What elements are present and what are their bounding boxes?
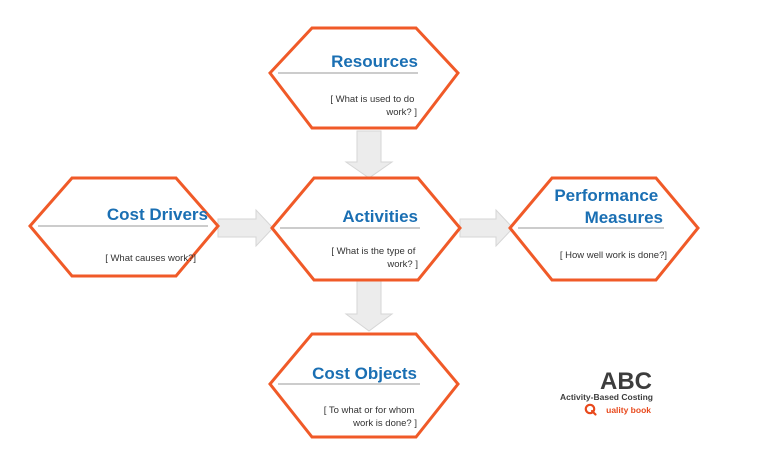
logo-brand: uality book bbox=[606, 405, 651, 415]
q-logo-icon bbox=[584, 403, 597, 416]
node-activities: Activities [ What is the type of work? ] bbox=[270, 176, 462, 282]
hexagon-shape bbox=[270, 176, 462, 282]
node-subtitle: [ How well work is done?] bbox=[560, 250, 667, 261]
node-resources: Resources [ What is used to do work? ] bbox=[268, 26, 460, 130]
hexagon-shape bbox=[508, 176, 700, 282]
node-title: Resources bbox=[331, 52, 418, 71]
node-title: Cost Objects bbox=[312, 364, 417, 383]
arrow-activities-to-costobjects bbox=[344, 280, 394, 332]
node-title: Activities bbox=[342, 207, 418, 226]
connector-arrows bbox=[217, 130, 514, 332]
node-title: Cost Drivers bbox=[107, 205, 208, 224]
node-performance-measures: Performance Measures [ How well work is … bbox=[508, 176, 700, 282]
logo-abc-text: ABC bbox=[600, 368, 652, 395]
node-subtitle: [ What is the type of work? ] bbox=[331, 246, 418, 270]
arrow-resources-to-activities bbox=[344, 130, 394, 179]
arrow-costdrivers-to-activities bbox=[217, 208, 274, 248]
node-cost-drivers: Cost Drivers [ What causes work?] bbox=[28, 176, 220, 278]
node-subtitle: [ What is used to do work? ] bbox=[330, 94, 417, 118]
node-subtitle: [ To what or for whom work is done? ] bbox=[324, 405, 417, 429]
logo-subtitle: Activity-Based Costing bbox=[560, 392, 653, 402]
hexagon-shape bbox=[28, 176, 220, 278]
node-cost-objects: Cost Objects [ To what or for whom work … bbox=[268, 332, 460, 439]
hexagon-shape bbox=[268, 26, 460, 130]
arrow-activities-to-performance bbox=[459, 208, 514, 248]
abc-logo: ABC Activity-Based Costing uality book bbox=[560, 368, 653, 416]
hexagon-shape bbox=[268, 332, 460, 439]
node-subtitle: [ What causes work?] bbox=[105, 253, 196, 264]
node-title: Performance Measures bbox=[554, 186, 663, 227]
